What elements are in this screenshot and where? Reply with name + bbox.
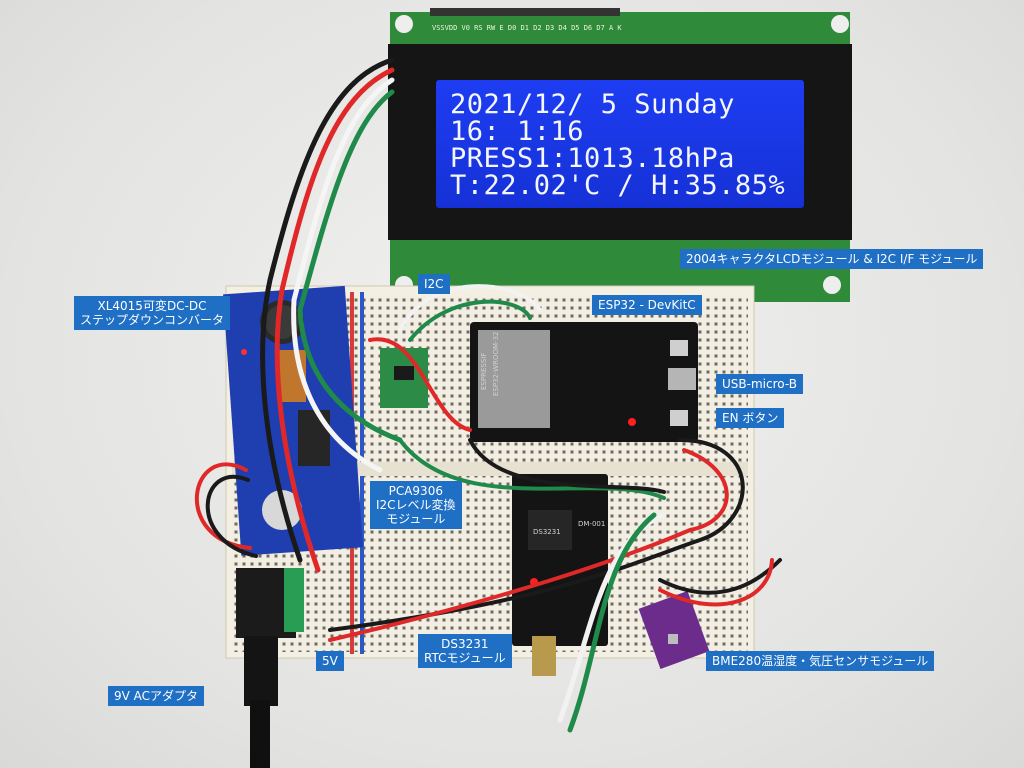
pca9306-chip [394,366,414,380]
standoff-tr [831,15,849,33]
pca9306-module [380,348,428,408]
label-en-button: EN ボタン [716,408,785,428]
label-xl4015-line1: XL4015可変DC-DC [97,299,207,313]
wire-green-rtc [398,438,666,500]
label-bme280: BME280温湿度・気圧センサモジュール [706,651,935,671]
label-5v: 5V [316,651,344,671]
label-ds3231-line1: DS3231 [441,637,489,651]
xl4015-led [241,349,247,355]
bme280-sensor [668,634,678,644]
label-ds3231-line2: RTCモジュール [424,651,506,665]
wire-black-loop-left [205,474,258,558]
dc-cable [250,700,270,768]
dc-jack [236,568,304,768]
esp32-devkit: ESPRESSIF ESP32-WROOM-32 [470,322,698,442]
label-pca9306-line2: I2Cレベル変換 [376,498,456,512]
wire-red-lcd [274,67,395,573]
wire-red-bme [328,448,729,642]
label-usb: USB-micro-B [716,374,803,394]
label-xl4015: XL4015可変DC-DC ステップダウンコンバータ [74,296,231,330]
xl4015-pcb [223,285,364,556]
label-i2c: I2C [418,274,450,294]
wire-black-rtc [468,438,666,494]
wire-white-lcd [291,77,395,473]
lcd-line-1: 2021/12/ 5 Sunday [450,89,735,120]
label-pca9306: PCA9306 I2Cレベル変換 モジュール [370,481,462,529]
standoff-br [823,276,841,294]
label-pca9306-line3: モジュール [386,512,446,526]
center-channel [232,462,748,476]
ds3231-chip-label: DS3231 [533,528,561,536]
lcd-module: VSSVDD V0 RS RW E D0 D1 D2 D3 D4 D5 D6 D… [388,8,852,302]
esp32-model: ESP32-WROOM-32 [492,331,500,396]
lcd-line-4: T:22.02'C / H:35.85% [450,170,785,201]
jumper-wires [195,57,782,733]
usb-micro-b-connector [668,368,696,390]
label-esp32: ESP32 - DevKitC [592,295,702,315]
standoff-tl [395,15,413,33]
bme280-module [638,591,710,669]
lcd-line-3: PRESS1:1013.18hPa [450,143,735,174]
label-xl4015-line2: ステップダウンコンバータ [80,313,225,327]
wire-white-i2c [398,284,542,332]
esp32-module-shield [478,330,550,428]
esp32-power-led [628,418,636,426]
label-lcd-module: 2004キャラクタLCDモジュール & I2C I/F モジュール [680,249,984,269]
ds3231-chip [528,510,572,550]
label-ds3231: DS3231 RTCモジュール [418,634,512,668]
esp32-brand: ESPRESSIF [480,353,488,390]
en-button [670,410,688,426]
lcd-pin-labels: VSSVDD V0 RS RW E D0 D1 D2 D3 D4 D5 D6 D… [432,24,622,32]
wire-red-pca [368,337,472,432]
lcd-screen [436,80,804,208]
dc-jack-pcb [284,568,304,632]
bme280-pcb [638,591,710,669]
wire-green-lcd [297,89,403,443]
dc-plug [244,636,278,706]
ds3231-pins [532,636,556,676]
wire-red-right [658,558,774,607]
ds3231-module-label: DM-001 [578,520,605,528]
wire-black-lcd [260,57,395,563]
wire-green-i2c [408,299,532,342]
capacitor-bottom [262,490,302,530]
wire-green-down [567,512,657,733]
wire-black-bme [328,438,745,632]
boot-button [670,340,688,356]
lcd-line-2: 16: 1:16 [450,116,584,147]
label-pca9306-line1: PCA9306 [388,484,443,498]
xl4015-chip [298,410,330,466]
label-ac-adapter: 9V ACアダプタ [108,686,205,706]
lcd-pin-header [430,8,620,16]
